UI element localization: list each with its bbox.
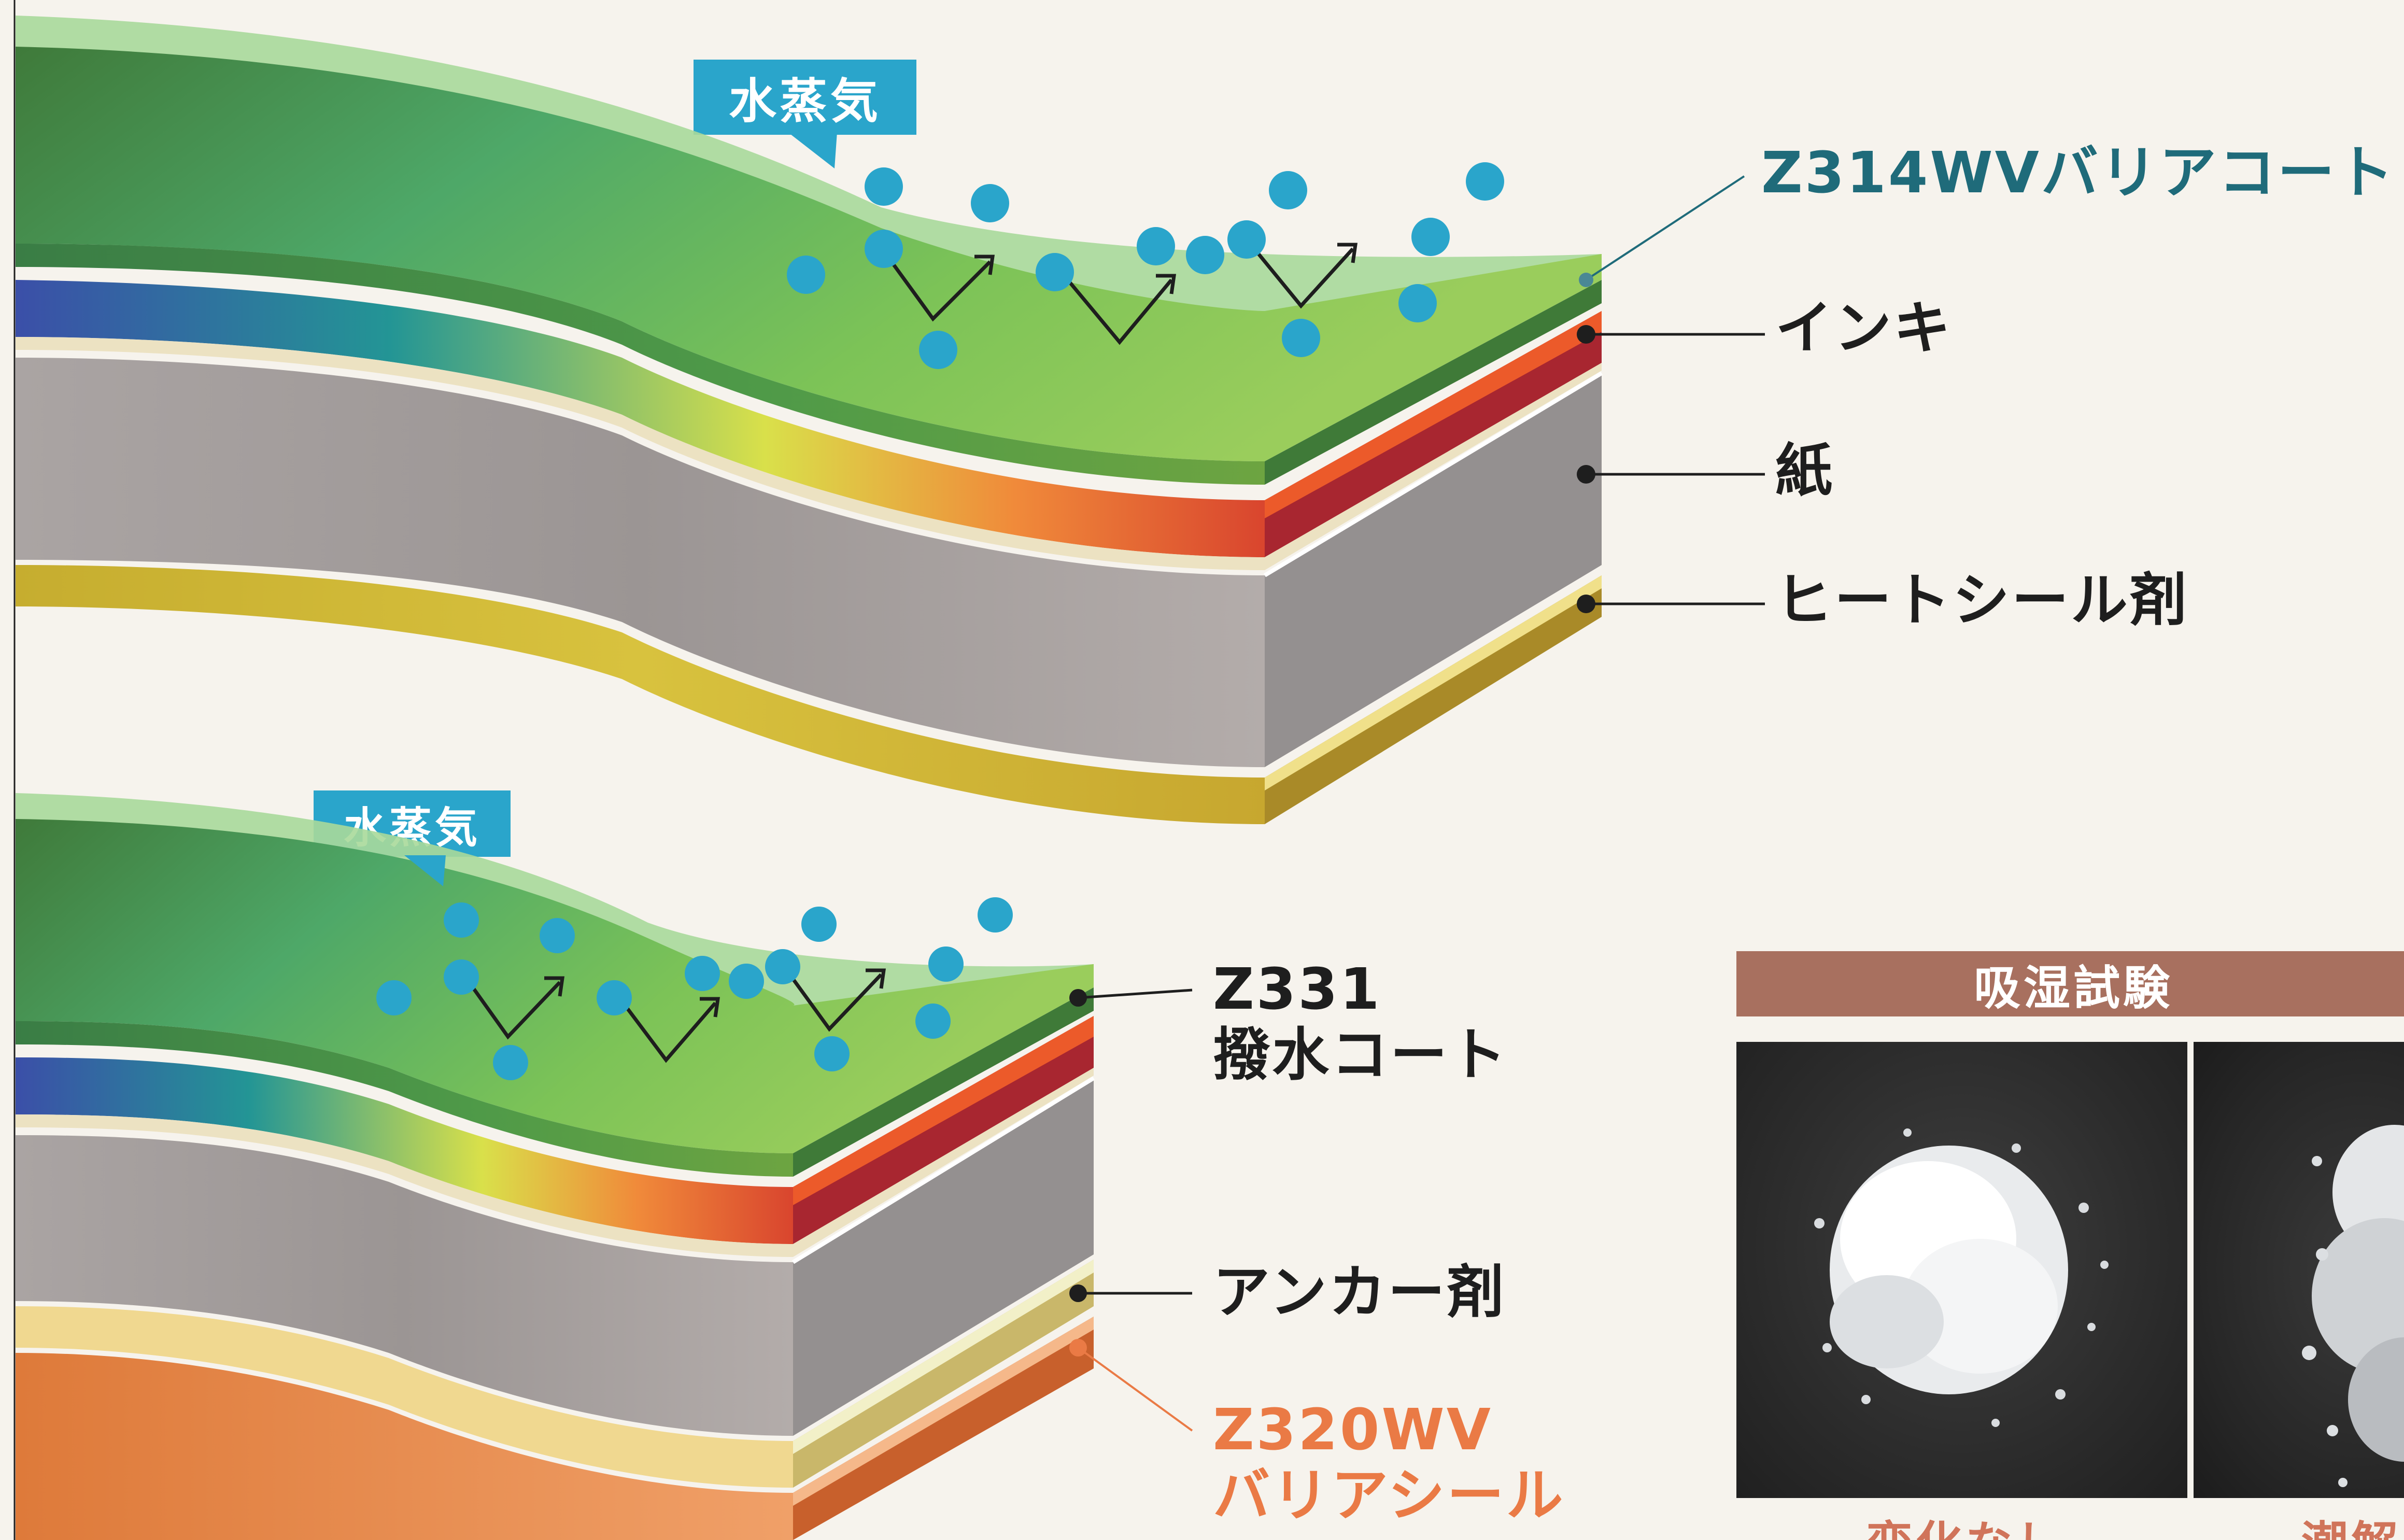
label-heat-seal: ヒートシール剤 <box>1775 567 2189 633</box>
label-z331-water-repellent: Z331 撥水コート <box>1213 956 1508 1087</box>
bottom-ink-layer <box>16 1057 793 1244</box>
label-z320wv-line1: Z320WV <box>1213 1396 1493 1463</box>
top-heat-seal-layer <box>16 565 1265 824</box>
top-steam-label: 水蒸気 <box>694 60 916 135</box>
bottom-barrier-seal-layer <box>16 1353 793 1540</box>
steam-drop <box>971 184 1009 222</box>
steam-drop <box>597 980 632 1015</box>
steam-drop <box>1282 319 1320 357</box>
bottom-steam-arrow-2 <box>618 996 720 1063</box>
steam-drop <box>1269 171 1307 209</box>
caption-no-change: 変化なし <box>1866 1506 2065 1540</box>
caption-deliquescence: 潮解 <box>2301 1506 2401 1540</box>
steam-drop <box>1186 236 1224 274</box>
label-z331-line1: Z331 <box>1213 956 1382 1022</box>
steam-drop <box>1137 227 1175 265</box>
steam-drop <box>1466 162 1504 201</box>
steam-drop <box>376 980 412 1015</box>
steam-drop <box>919 331 957 369</box>
top-steam-drops <box>787 162 1504 369</box>
steam-drop <box>540 918 575 953</box>
salt-pile-right <box>2302 1125 2404 1487</box>
steam-drop <box>978 897 1013 933</box>
top-ink-layer <box>16 280 1265 557</box>
top-green-surface <box>16 47 1602 461</box>
label-z314wv-barrier-coat: Z314WVバリアコート <box>1761 139 2396 206</box>
top-steam-arrow-1 <box>890 255 995 322</box>
steam-drop <box>915 1004 951 1039</box>
steam-drop <box>1227 220 1266 259</box>
steam-drop <box>814 1036 850 1071</box>
steam-drop <box>865 230 903 268</box>
steam-drop <box>444 902 479 938</box>
top-steam-arrow-3 <box>1253 243 1358 309</box>
label-paper: 紙 <box>1775 437 1834 504</box>
label-anchor: アンカー剤 <box>1213 1259 1506 1325</box>
steam-drop <box>1398 284 1437 322</box>
top-paper-layer <box>16 358 1265 767</box>
top-steam-tag-pointer <box>788 132 837 168</box>
bottom-steam-tag-pointer <box>404 855 446 886</box>
bottom-layer-stack <box>16 793 1193 1540</box>
bottom-steam-drops <box>376 897 1013 1080</box>
top-green-edge <box>16 244 1265 485</box>
label-ink: インキ <box>1775 295 1953 361</box>
bottom-green-edge <box>16 1021 793 1177</box>
steam-drop <box>493 1045 528 1080</box>
steam-drop <box>765 949 800 984</box>
steam-drop <box>685 956 720 991</box>
steam-drop <box>787 256 825 294</box>
steam-drop <box>801 907 837 942</box>
steam-drop <box>444 959 479 995</box>
steam-drop <box>1411 218 1450 256</box>
top-steam-arrow-2 <box>1066 274 1177 345</box>
leader-line <box>1585 175 1745 281</box>
moisture-test-header: 吸湿試験 <box>1736 951 2404 1016</box>
bottom-anchor-layer <box>16 1306 793 1488</box>
label-z320wv-barrier-seal: Z320WV バリアシール <box>1213 1397 1565 1528</box>
bottom-paper-layer <box>16 1135 793 1436</box>
salt-pile-left <box>1814 1128 2109 1427</box>
steam-drop <box>928 946 964 982</box>
bottom-steam-arrow-3 <box>786 968 886 1032</box>
steam-drop <box>865 167 903 206</box>
leader-line <box>1077 1347 1193 1432</box>
bottom-steam-arrow-1 <box>468 976 565 1040</box>
label-z320wv-line2: バリアシール <box>1213 1462 1565 1529</box>
steam-drop <box>729 964 764 999</box>
label-z331-line2: 撥水コート <box>1213 1021 1508 1088</box>
leader-line <box>1078 988 1193 999</box>
steam-drop <box>1036 253 1074 291</box>
top-layer-stack <box>16 16 1765 824</box>
